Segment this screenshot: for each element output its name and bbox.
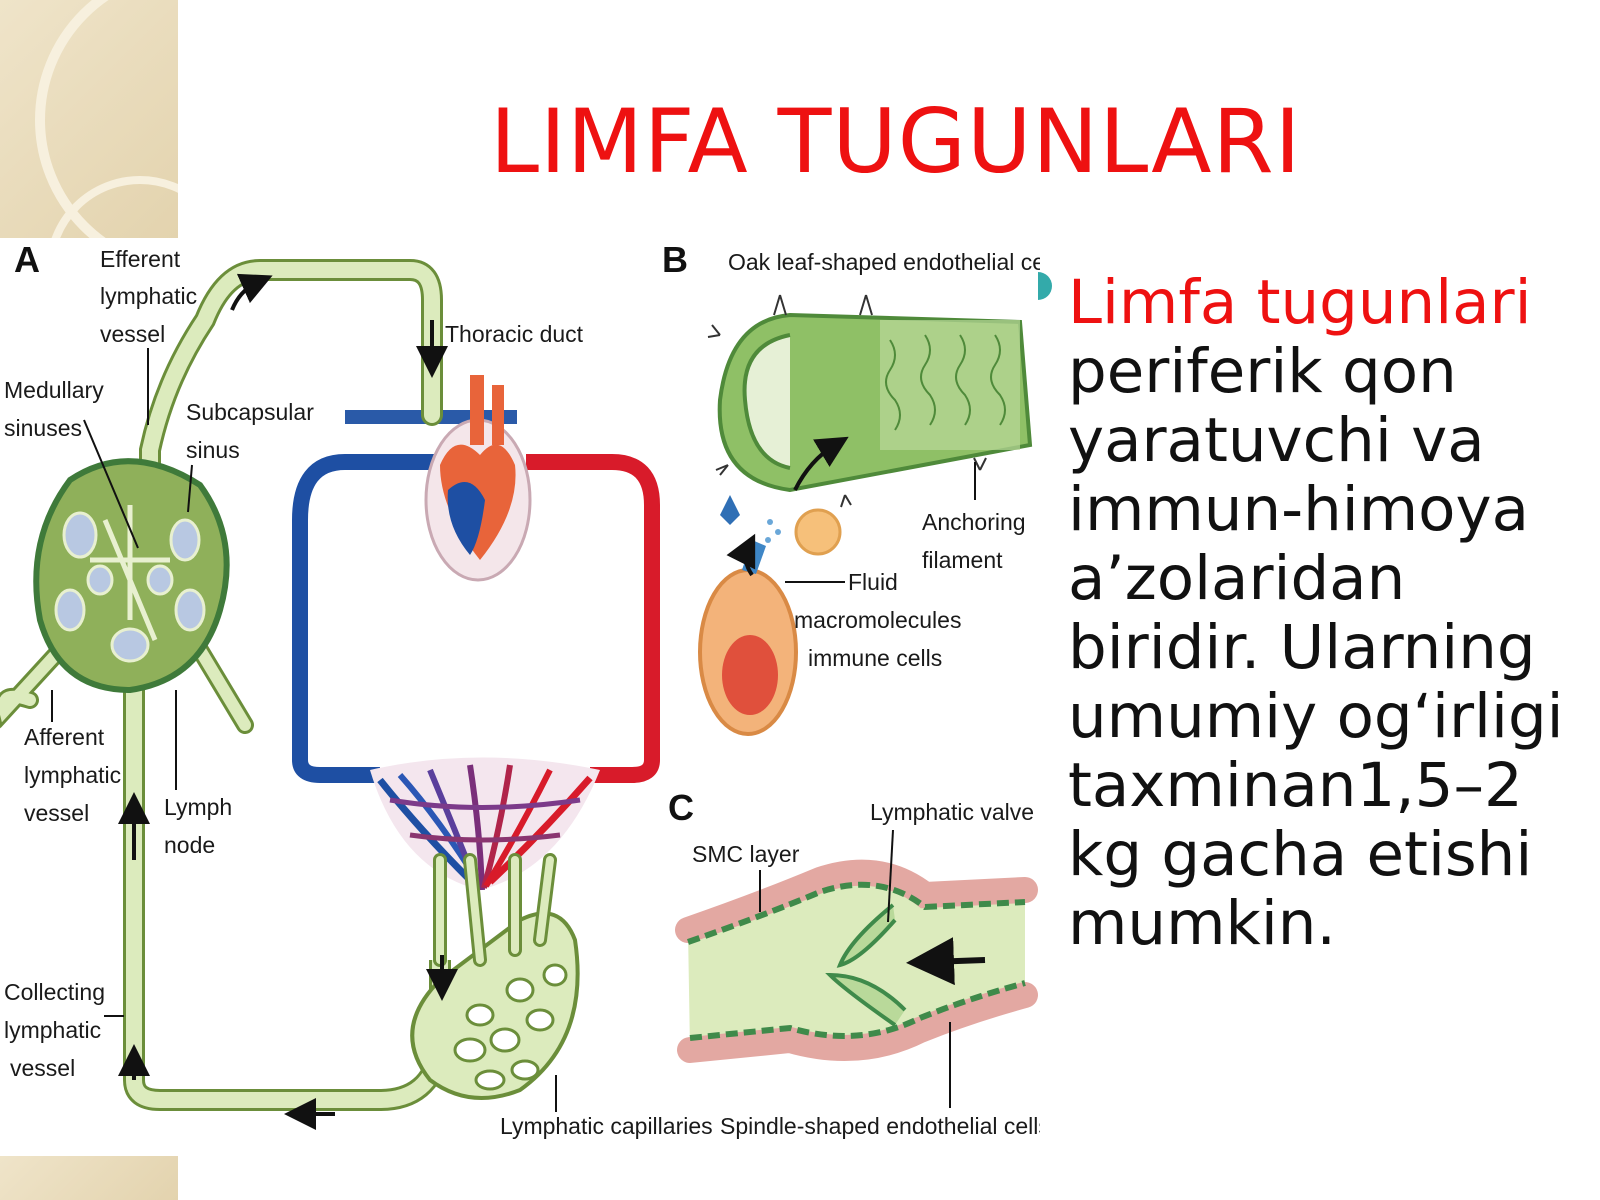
slide-title: LIMFA TUGUNLARI — [490, 90, 1302, 193]
panel-c-labels: Lymphatic valve SMC layer Spindle-shaped… — [692, 799, 1050, 1139]
lymphatic-system-figure: A — [0, 235, 1067, 1155]
label-efferent-1: Efferent — [100, 246, 181, 272]
label-subcapsular-1: Subcapsular — [186, 399, 314, 425]
bullet-marker-icon — [1038, 272, 1052, 300]
label-afferent-3: vessel — [24, 800, 89, 826]
panel-b-labels: Oak leaf-shaped endothelial cells Anchor… — [728, 249, 1067, 671]
collecting-lymph-vessel — [118, 680, 451, 1130]
blood-capillary-network — [370, 757, 600, 891]
label-spindle-cells: Spindle-shaped endothelial cells — [720, 1113, 1040, 1139]
label-collecting-1: Collecting — [4, 979, 105, 1005]
panel-b-letter: B — [662, 239, 688, 280]
label-fluid: Fluid — [848, 569, 898, 595]
panel-a-labels: Efferent lymphatic vessel Thoracic duct … — [4, 246, 713, 1139]
efferent-lymph-vessel — [139, 259, 448, 546]
label-lymphatic-valve: Lymphatic valve — [870, 799, 1034, 825]
lymph-node-icon — [0, 458, 254, 734]
heart-icon — [424, 375, 532, 582]
lymphatic-diagram-svg: A — [0, 239, 1067, 1139]
panel-c-letter: C — [668, 787, 694, 828]
label-medullary-1: Medullary — [4, 377, 104, 403]
label-immune-cells: immune cells — [808, 645, 942, 671]
slide-body-text: Limfa tugunlari periferik qon yaratuvchi… — [1068, 268, 1588, 958]
fluid-particle-icon — [794, 508, 842, 556]
label-collecting-3: vessel — [10, 1055, 75, 1081]
label-thoracic-duct: Thoracic duct — [445, 321, 584, 347]
label-lymphatic-capillaries: Lymphatic capillaries — [500, 1113, 713, 1139]
label-afferent-2: lymphatic — [24, 762, 121, 788]
label-efferent-3: vessel — [100, 321, 165, 347]
collecting-vessel-with-valve — [675, 859, 1038, 1063]
immune-cell-icon — [698, 540, 798, 736]
label-lymph-node-2: node — [164, 832, 215, 858]
body-lead-phrase: Limfa tugunlari — [1068, 267, 1532, 338]
label-afferent-1: Afferent — [24, 724, 105, 750]
label-oak-leaf-cells: Oak leaf-shaped endothelial cells — [728, 249, 1040, 275]
label-medullary-2: sinuses — [4, 415, 82, 441]
label-lymph-node-1: Lymph — [164, 794, 232, 820]
label-collecting-2: lymphatic — [4, 1017, 101, 1043]
label-smc-layer: SMC layer — [692, 841, 800, 867]
lymphatic-capillary-bed — [410, 853, 580, 1100]
lymphatic-capillary-structure — [698, 294, 1033, 736]
corner-decoration-bottom — [0, 1156, 178, 1200]
decorative-swirl-icon — [35, 0, 178, 238]
corner-decoration-top — [0, 0, 178, 238]
label-macromolecules: macromolecules — [794, 607, 961, 633]
label-anchoring-2: filament — [922, 547, 1003, 573]
label-anchoring-1: Anchoring — [922, 509, 1026, 535]
panel-a-letter: A — [14, 239, 40, 280]
body-description: periferik qon yaratuvchi va immun-himoya… — [1068, 336, 1564, 959]
label-efferent-2: lymphatic — [100, 283, 197, 309]
macromolecule-icon — [720, 495, 740, 525]
label-subcapsular-2: sinus — [186, 437, 240, 463]
